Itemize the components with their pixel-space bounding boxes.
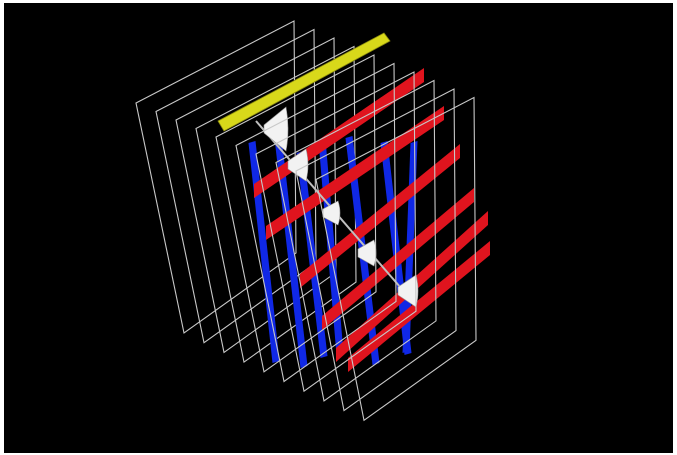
frames-front-group xyxy=(215,54,477,422)
yellow-bar xyxy=(217,32,391,132)
red-strip xyxy=(348,241,490,372)
wire-frame xyxy=(295,88,457,412)
wire-frame xyxy=(135,20,297,334)
yellow-bar-group xyxy=(217,32,391,132)
funnel-shape xyxy=(287,148,309,182)
scene-background xyxy=(4,3,673,453)
blue-strip xyxy=(248,141,280,363)
detector-3d-scene xyxy=(4,3,673,453)
red-strip xyxy=(266,106,444,240)
wire-frame xyxy=(195,45,357,364)
wire-frame xyxy=(215,54,377,373)
wire-frame xyxy=(235,62,397,383)
red-strip xyxy=(300,144,460,288)
wire-frame xyxy=(255,71,417,393)
wire-frame xyxy=(275,79,437,402)
red-strip xyxy=(322,188,474,330)
wire-frame xyxy=(315,96,477,422)
funnel-shape xyxy=(322,200,341,226)
